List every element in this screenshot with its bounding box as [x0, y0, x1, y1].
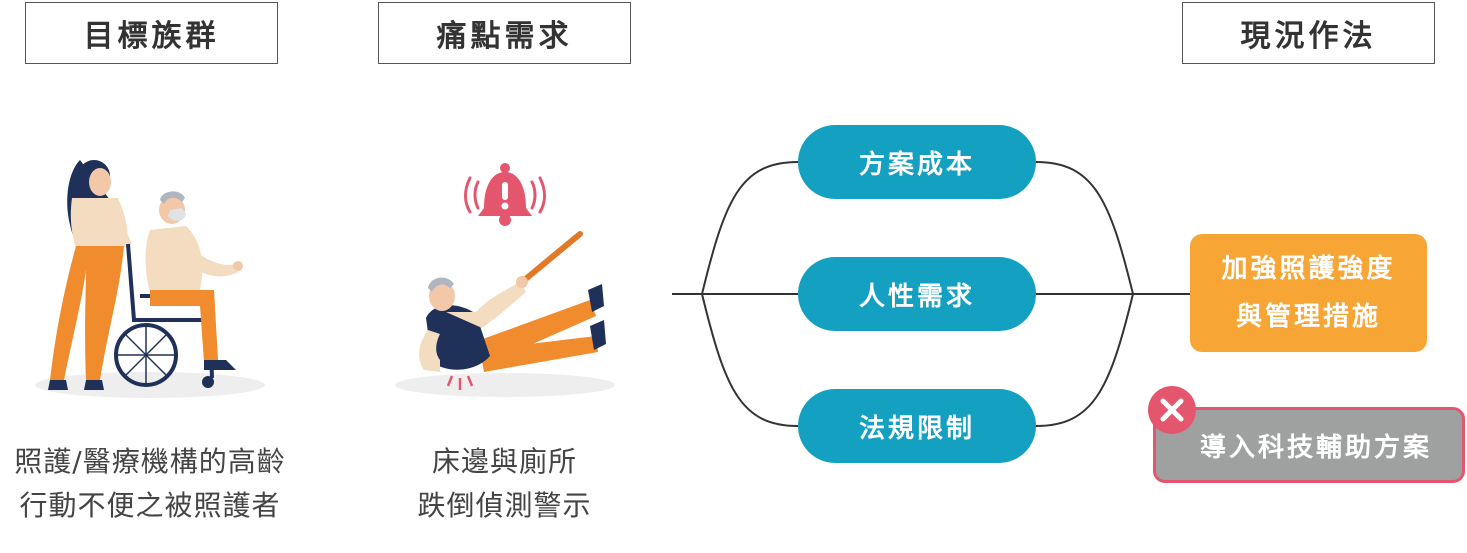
current-practice-box: 加強照護強度 與管理措施 [1190, 234, 1427, 352]
current-practice-line2: 與管理措施 [1235, 302, 1381, 332]
target-group-caption-line2: 行動不便之被照護者 [19, 489, 281, 522]
connector-left-top [701, 161, 799, 295]
pain-point-caption: 床邊與廁所 跌倒偵測警示 [378, 440, 631, 528]
header-current-practice: 現況作法 [1182, 2, 1435, 64]
pain-point-caption-line1: 床邊與廁所 [431, 445, 577, 478]
factor-human-needs-pill: 人性需求 [798, 257, 1036, 331]
header-pain-point: 痛點需求 [378, 2, 631, 64]
connector-right-top [1035, 161, 1134, 295]
close-icon [1148, 386, 1196, 434]
target-group-caption-line1: 照護/醫療機構的高齡 [14, 445, 286, 478]
pain-point-caption-line2: 跌倒偵測警示 [417, 489, 592, 522]
current-practice-line1: 加強照護強度 [1221, 254, 1396, 284]
alarm-bell-icon [464, 163, 546, 226]
connector-left-bottom [701, 293, 799, 427]
factor-regulation-pill: 法規限制 [798, 389, 1036, 463]
close-icon-glyph [1160, 398, 1184, 422]
factor-cost-pill: 方案成本 [798, 125, 1036, 199]
rejected-tech-solution-box: 導入科技輔助方案 [1153, 407, 1465, 483]
connector-right-bottom [1035, 293, 1134, 427]
target-group-caption: 照護/醫療機構的高齡 行動不便之被照護者 [0, 440, 300, 528]
header-target-group: 目標族群 [25, 2, 278, 64]
